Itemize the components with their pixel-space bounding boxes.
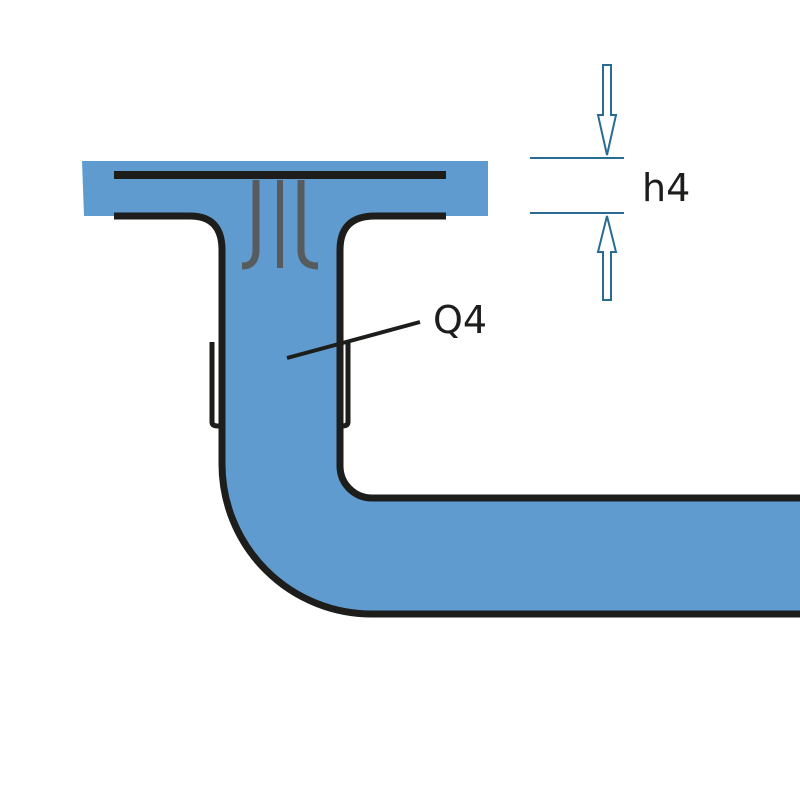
left-vane: [241, 180, 260, 270]
arrow-down-icon: [596, 64, 618, 156]
right-collar: [340, 342, 351, 429]
pipe-water: [190, 216, 800, 614]
pipe-inner-wall: [336, 212, 800, 502]
arrow-up-icon: [596, 215, 618, 301]
right-vane: [297, 180, 319, 270]
flow-leader-line: [286, 320, 421, 360]
intake-flange-water: [82, 161, 488, 216]
pipe-outer-wall: [114, 212, 800, 618]
height-label: h4: [642, 166, 690, 210]
left-collar: [209, 342, 222, 429]
flow-label: Q4: [433, 298, 487, 342]
